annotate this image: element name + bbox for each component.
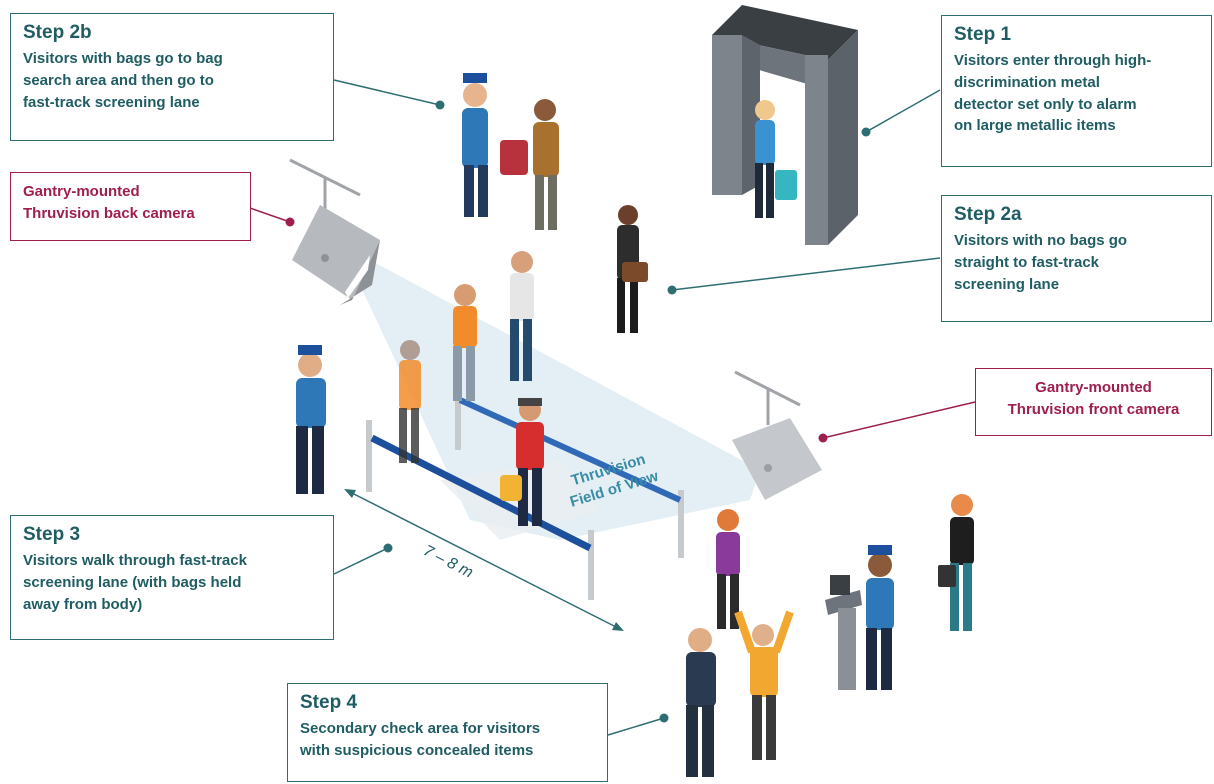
step-4-box: Step 4 Secondary check area for visitors… xyxy=(287,683,608,782)
secondary-guard-left xyxy=(686,628,716,777)
back-camera xyxy=(289,158,380,305)
step-1-line-2: discrimination metal xyxy=(954,73,1100,91)
step-2a-line-3: screening lane xyxy=(954,275,1060,293)
step-2b-box: Step 2b Visitors with bags go to bag sea… xyxy=(10,13,334,141)
lane-walker-orange xyxy=(453,284,477,401)
step-3-line-2: screening lane (with bags held xyxy=(23,573,242,591)
step-2a-title: Step 2a xyxy=(954,204,1022,225)
front-camera-line-2: Thruvision front camera xyxy=(1007,400,1180,418)
step-2b-line-1: Visitors with bags go to bag xyxy=(23,50,223,67)
front-camera-label: Gantry-mounted Thruvision front camera xyxy=(975,368,1212,436)
callout-connectors xyxy=(249,79,976,736)
step-1-title: Step 1 xyxy=(954,24,1012,45)
secondary-yellow-person xyxy=(734,610,794,760)
arch-visitor xyxy=(755,100,797,218)
back-camera-line-2: Thruvision back camera xyxy=(23,204,195,222)
step-2b-title: Step 2b xyxy=(23,22,92,43)
front-camera xyxy=(732,370,822,500)
step-2a-box: Step 2a Visitors with no bags go straigh… xyxy=(941,195,1212,322)
kiosk-guard xyxy=(866,545,894,690)
bag-search-guard xyxy=(462,73,488,217)
metal-detector-arch xyxy=(712,5,858,245)
back-camera-line-1: Gantry-mounted xyxy=(23,183,140,200)
step-3-line-3: away from body) xyxy=(23,595,143,613)
step-3-line-1: Visitors walk through fast-track xyxy=(23,552,247,569)
lane-barriers xyxy=(366,395,684,600)
step-1-line-4: on large metallic items xyxy=(954,117,1116,135)
step-3-box: Step 3 Visitors walk through fast-track … xyxy=(10,515,334,640)
lane-walker-white xyxy=(510,251,534,381)
kiosk xyxy=(825,575,862,690)
distance-arrow xyxy=(344,489,624,631)
lane-walker-woman xyxy=(399,340,421,463)
step-1-box: Step 1 Visitors enter through high- disc… xyxy=(941,15,1212,167)
no-bag-visitor xyxy=(617,205,648,333)
exiting-visitor xyxy=(938,494,974,631)
people xyxy=(296,73,974,777)
step-1-line-1: Visitors enter through high- xyxy=(954,52,1152,69)
lane-walker-red xyxy=(500,398,544,526)
step-1-line-3: detector set only to alarm xyxy=(954,95,1137,113)
step-3-title: Step 3 xyxy=(23,524,81,545)
step-2b-line-2: search area and then go to xyxy=(23,71,214,89)
step-4-title: Step 4 xyxy=(300,692,358,713)
bag-person xyxy=(500,99,559,230)
step-4-line-2: with suspicious concealed items xyxy=(300,741,534,759)
back-camera-label: Gantry-mounted Thruvision back camera xyxy=(10,172,251,241)
lane-guard xyxy=(296,345,326,494)
step-2a-line-1: Visitors with no bags go xyxy=(954,232,1128,249)
distance-label: 7 – 8 m xyxy=(420,542,475,581)
step-4-line-1: Secondary check area for visitors xyxy=(300,720,541,737)
step-2b-line-3: fast-track screening lane xyxy=(23,93,200,111)
front-camera-line-1: Gantry-mounted xyxy=(1035,379,1152,396)
secondary-woman xyxy=(716,509,740,629)
step-2a-line-2: straight to fast-track xyxy=(954,253,1100,271)
